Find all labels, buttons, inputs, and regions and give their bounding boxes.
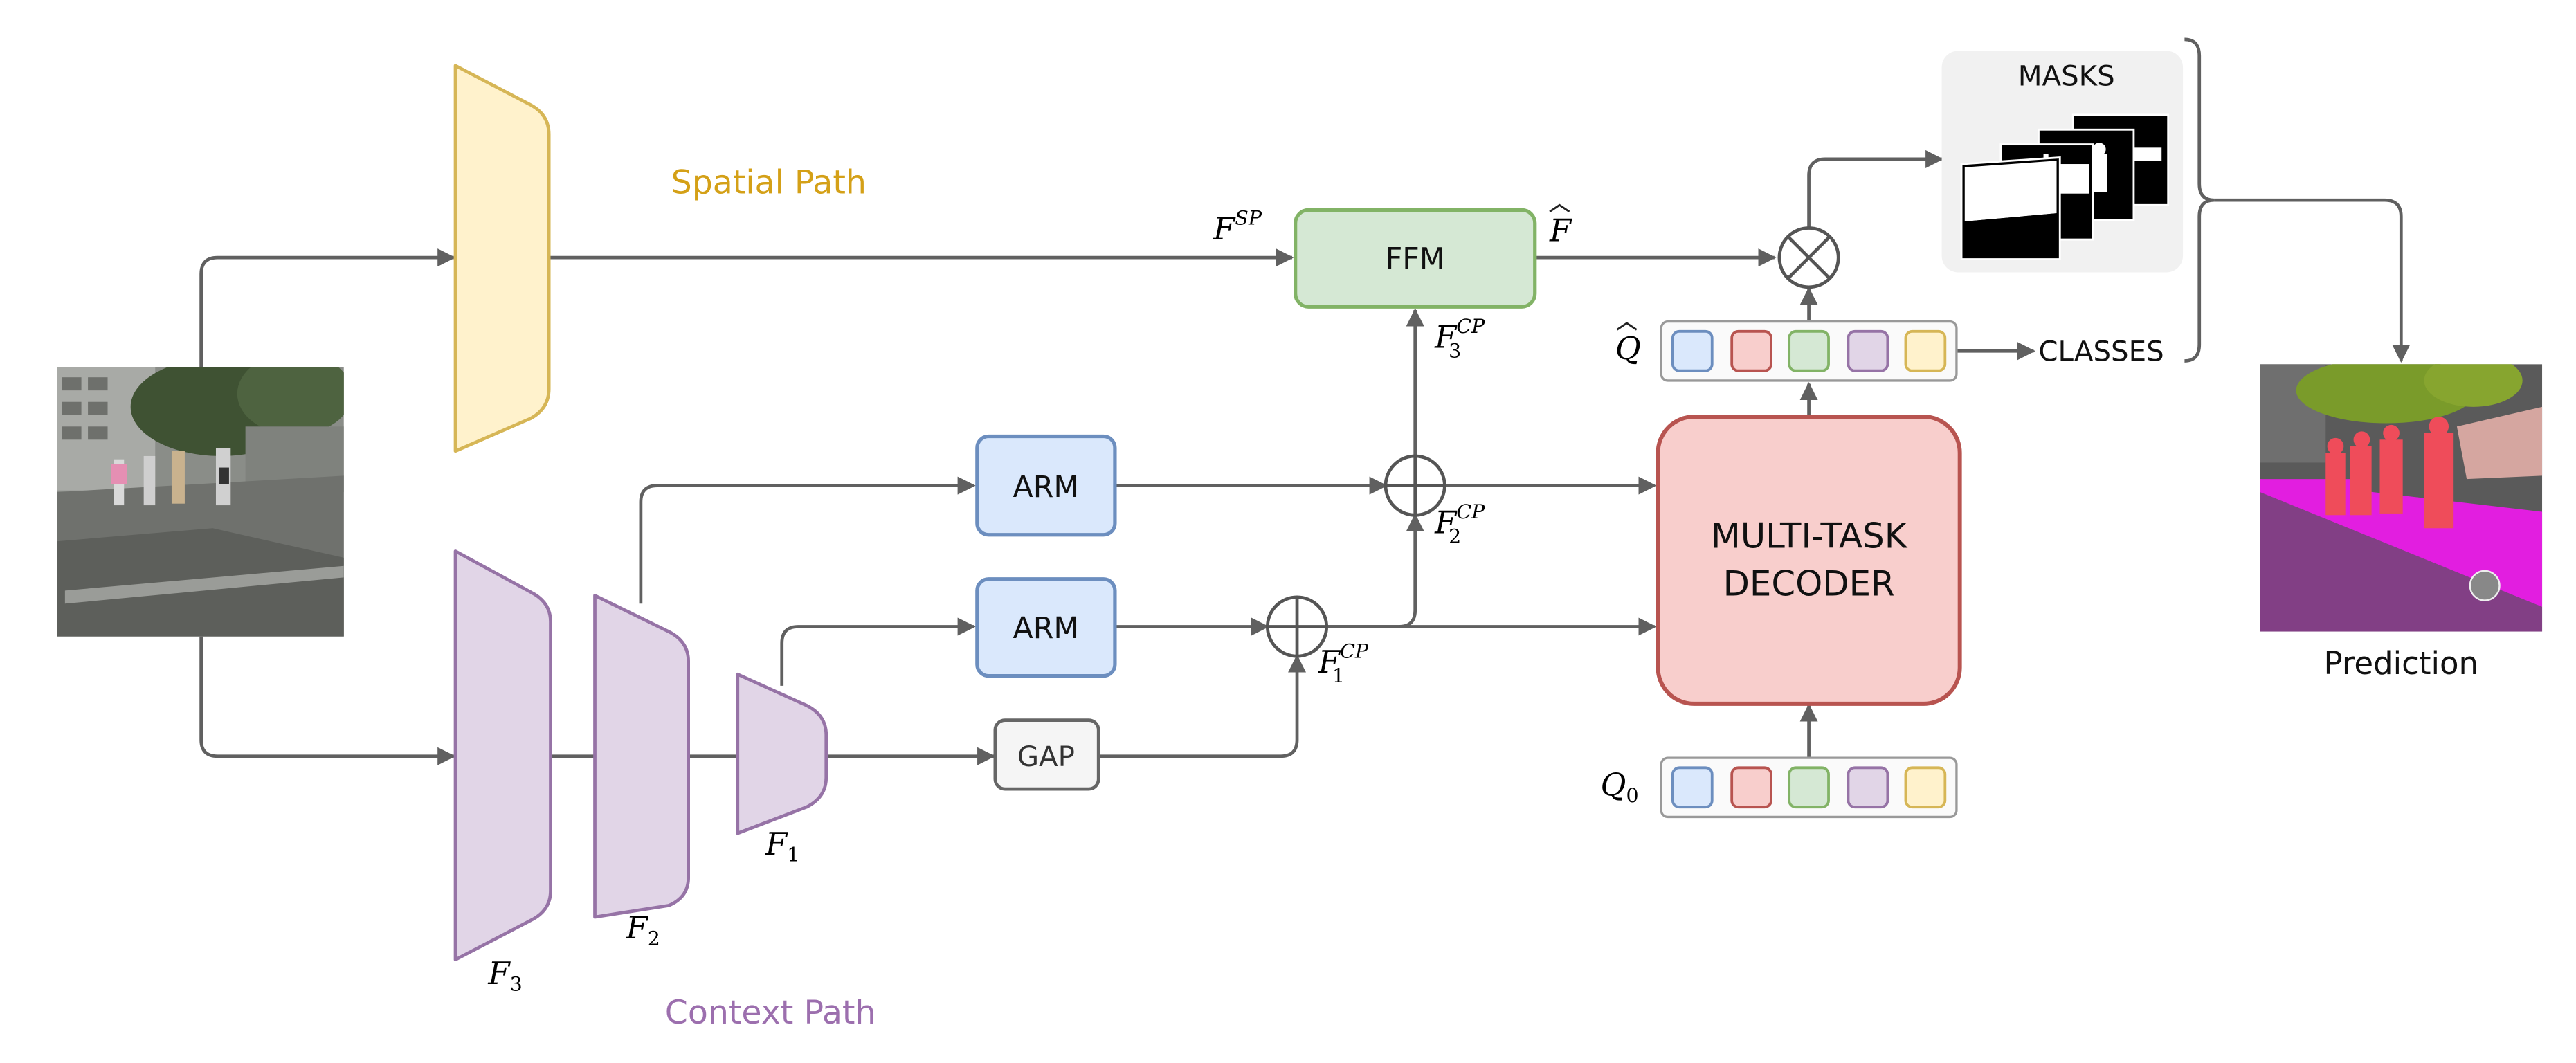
prediction-persons [2325,417,2454,529]
backbone-stage-f3 [453,549,552,962]
svg-text:F: F [1549,212,1572,248]
gap-label: GAP [1017,741,1075,773]
qhat-query-2 [1730,329,1772,372]
backbone-stage-f1 [736,672,828,835]
arrow-f2-to-arm-top [639,476,976,604]
q0-query-4 [1847,766,1889,809]
arrow-input-to-context [199,636,456,765]
multi-task-decoder: MULTI-TASK DECODER [1656,415,1962,706]
connectors [199,37,2411,765]
ffm-label: FFM [1386,242,1445,277]
arrow-multiply-to-masks [1807,149,1944,228]
sum-node-1 [1266,595,1329,658]
label-f3: F3 [487,955,522,995]
decoder-label-line2: DECODER [1723,563,1895,603]
arrow-sum1-to-sum2 [1326,513,1424,628]
query-q0-strip [1660,756,1958,819]
backbone-stage-f2 [593,594,690,919]
q0-query-3 [1788,766,1830,809]
qhat-query-4 [1847,329,1889,372]
svg-text:Q: Q [1615,330,1641,367]
gap-block: GAP [993,718,1100,791]
input-image [57,367,344,637]
arm-top-label: ARM [1013,470,1080,505]
qhat-query-1 [1671,329,1714,372]
ffm-block: FFM [1294,208,1537,309]
label-f-sp: FSP [1213,207,1262,247]
label-f-hat: F [1549,203,1572,248]
multiply-node [1777,226,1840,289]
arrow-input-to-spatial [199,248,456,367]
arm-bottom-label: ARM [1013,611,1080,646]
context-path-label: Context Path [665,994,876,1032]
q0-query-5 [1904,766,1947,809]
arrow-f1-to-arm-bottom [780,617,976,686]
spatial-path-block [453,64,551,453]
arm-block-top: ARM [975,434,1117,537]
qhat-query-3 [1788,329,1830,372]
qhat-query-5 [1904,329,1947,372]
decoder-label-line1: MULTI-TASK [1711,516,1908,556]
label-q-hat: Q [1615,322,1641,367]
sum-node-2 [1384,454,1446,517]
arrow-gap-to-sum1 [1100,654,1307,758]
label-f1: F1 [765,826,799,866]
brace-outputs [2184,37,2215,363]
label-f2: F2 [626,909,660,950]
q0-query-1 [1671,766,1714,809]
prediction-image [2260,364,2543,632]
masks-label: MASKS [2018,60,2115,92]
arm-block-bottom: ARM [975,577,1117,678]
q0-query-2 [1730,766,1772,809]
arrow-brace-to-prediction [2214,198,2411,363]
classes-label: CLASSES [2038,335,2164,367]
label-q0: Q0 [1601,767,1639,807]
masks-panel: MASKS [1941,51,2184,273]
query-qhat-strip [1660,320,1958,382]
spatial-path-label: Spatial Path [671,164,867,202]
mask-layer-sidewalk [1960,156,2061,260]
prediction-label: Prediction [2323,645,2478,682]
